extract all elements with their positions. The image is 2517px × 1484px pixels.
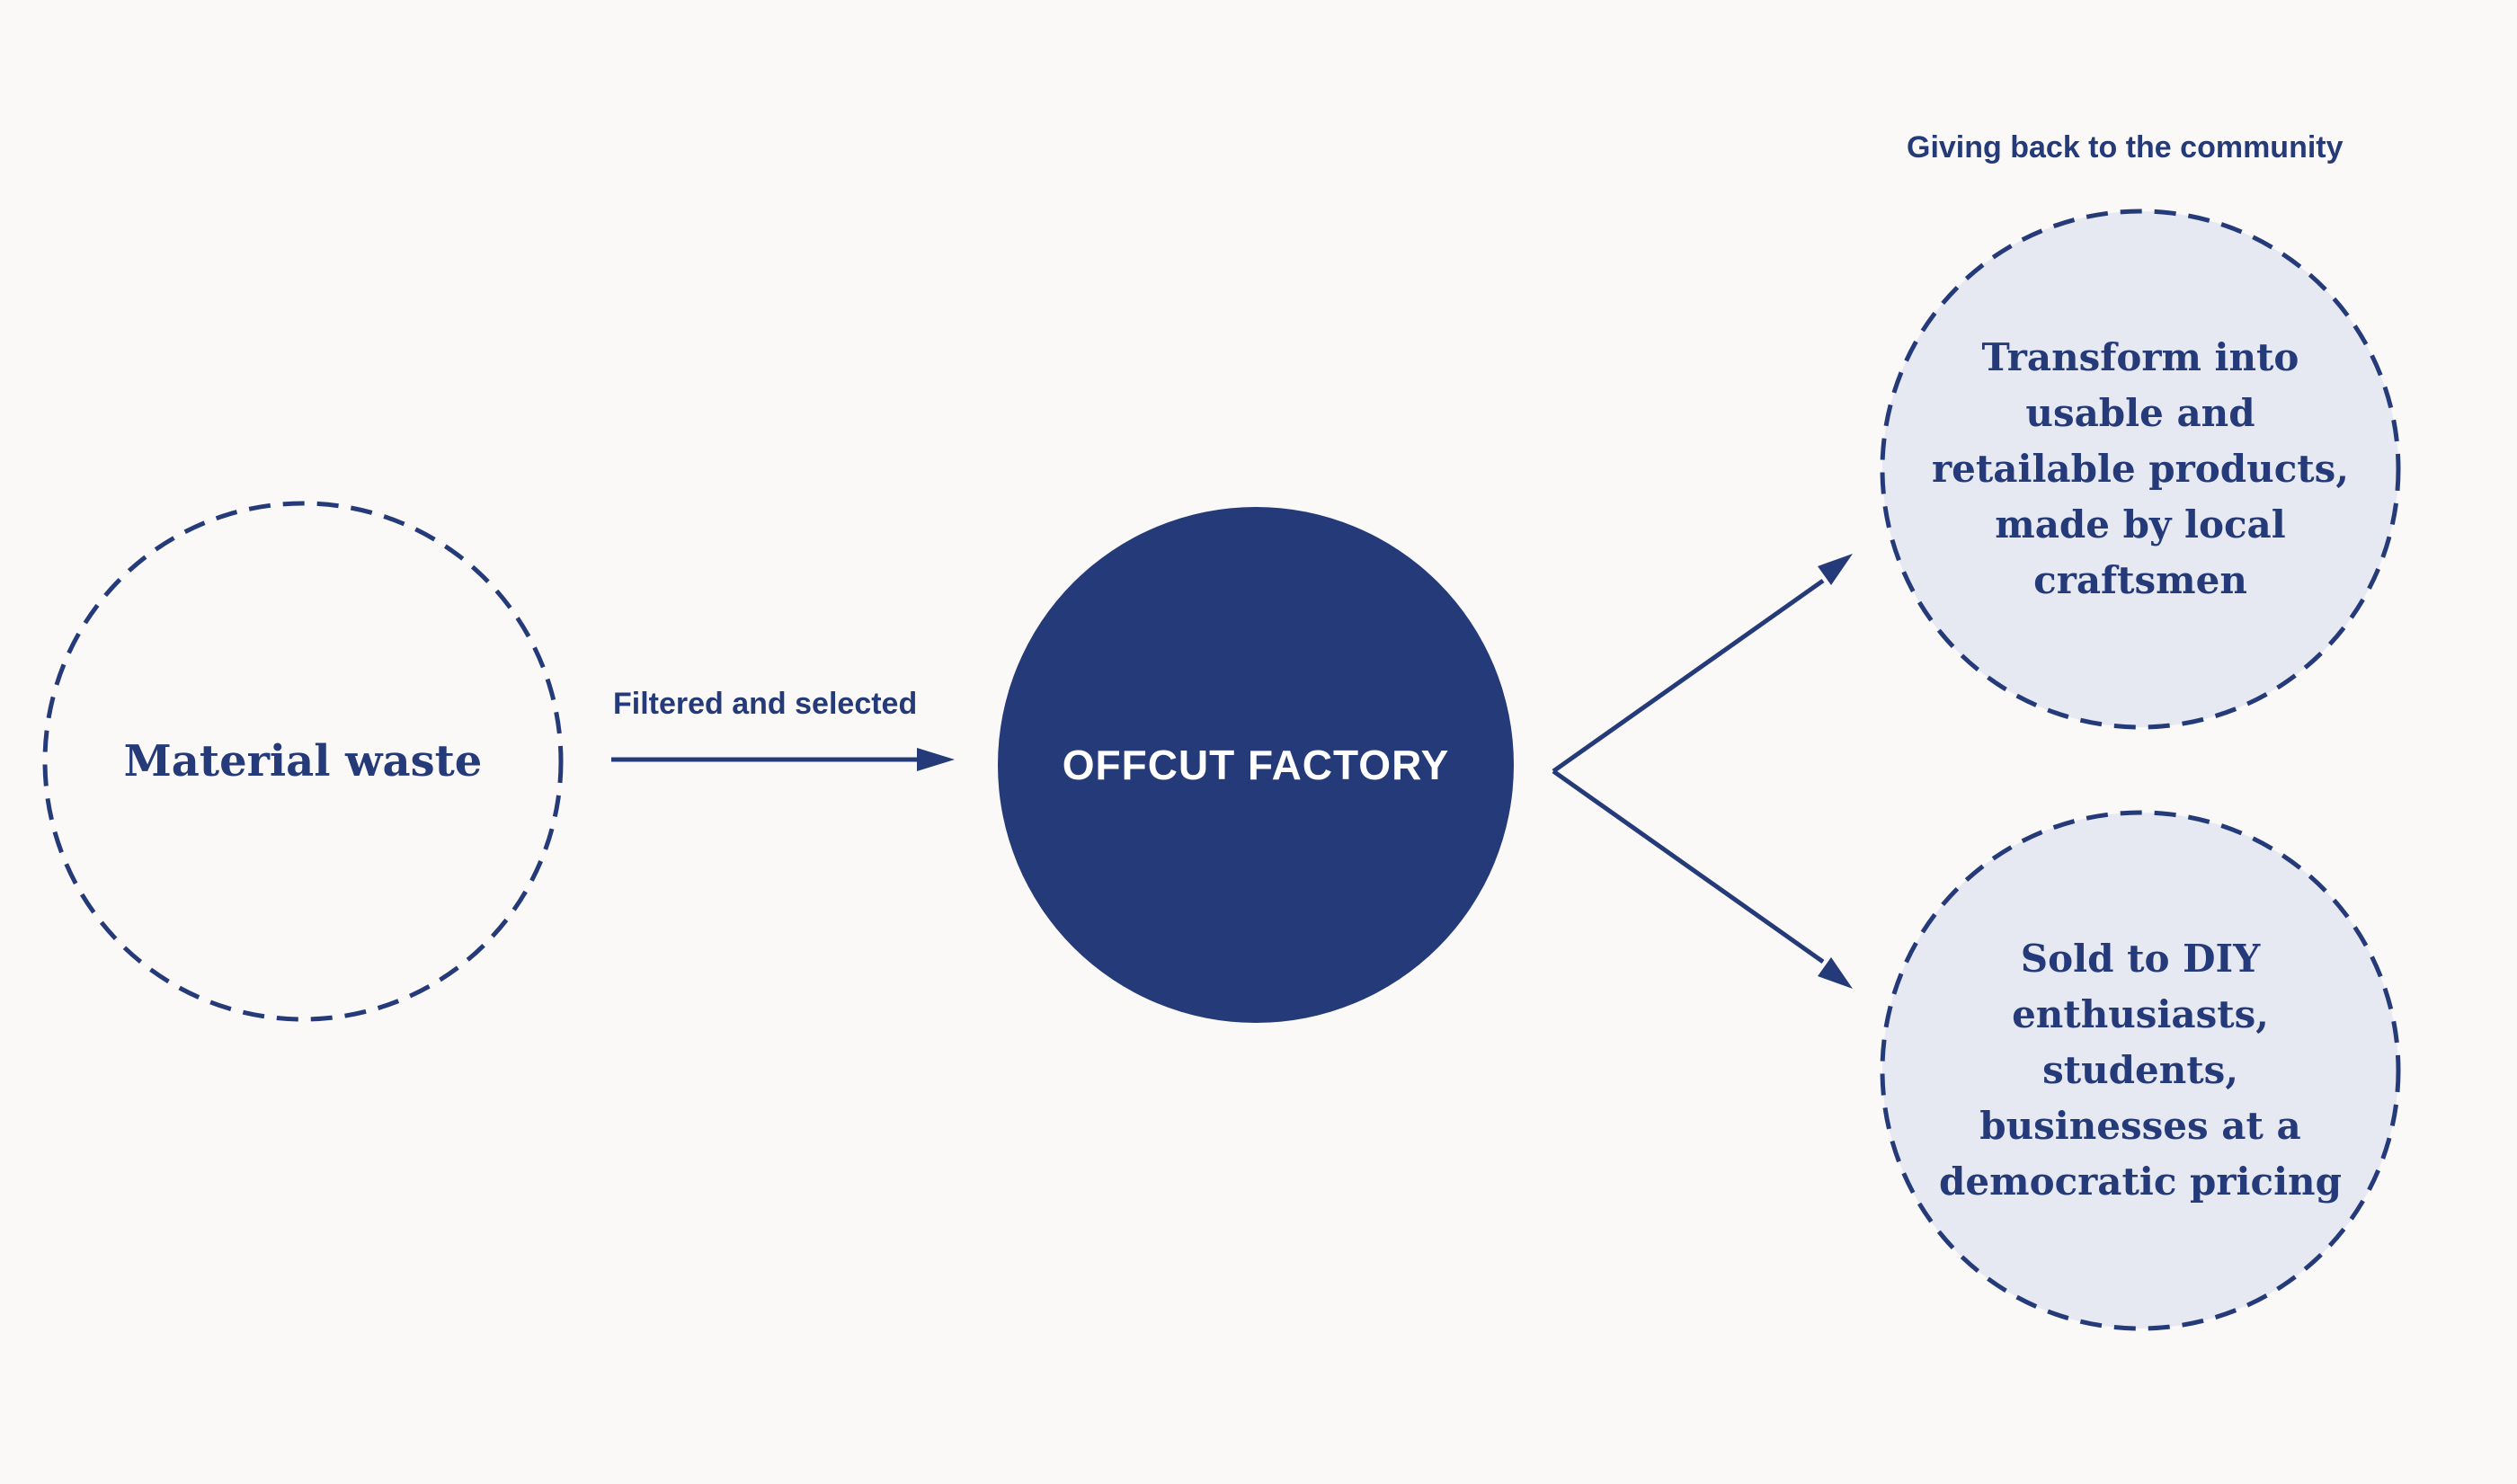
branch-arrow-down-line xyxy=(1552,769,1825,964)
branch-arrow-down-head xyxy=(1818,957,1853,989)
community-caption: Giving back to the community xyxy=(1907,130,2344,164)
sold-label: Sold to DIY enthusiasts, students, busin… xyxy=(1939,937,2342,1204)
offcut-factory-label: OFFCUT FACTORY xyxy=(1062,742,1450,788)
filter-caption: Filtered and selected xyxy=(613,687,918,721)
material-waste-circle xyxy=(42,501,564,1022)
material-waste-label: Material waste xyxy=(123,736,483,786)
transform-label: Transform into usable and retailable pro… xyxy=(1932,335,2349,602)
transform-circle xyxy=(1880,209,2401,730)
offcut-factory-circle xyxy=(998,507,1514,1023)
sold-circle xyxy=(1880,810,2401,1331)
branch-arrow-up-head xyxy=(1818,554,1853,585)
filter-arrow-head xyxy=(917,748,955,771)
branch-arrow-up-line xyxy=(1552,578,1825,774)
